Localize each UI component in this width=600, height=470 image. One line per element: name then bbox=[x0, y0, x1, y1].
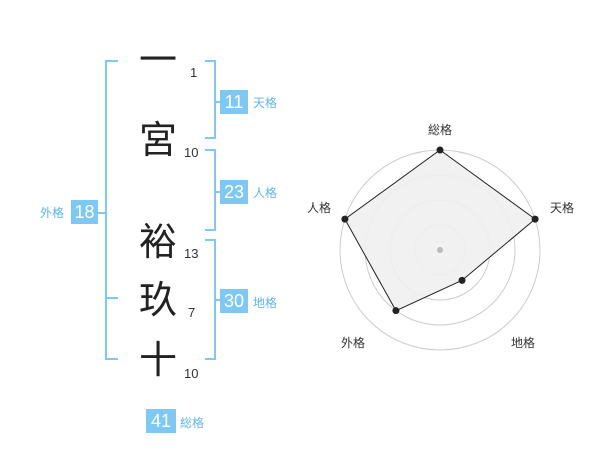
radar-center-dot bbox=[437, 247, 443, 253]
name-char-3: 裕 bbox=[138, 220, 177, 264]
soukaku-label: 総格 bbox=[180, 416, 205, 430]
radar-axis-label-gaikaku: 外格 bbox=[341, 336, 366, 350]
name-char-2: 宮 bbox=[138, 118, 177, 162]
soukaku-value: 41 bbox=[146, 409, 176, 433]
radar-series-area bbox=[344, 149, 536, 312]
radar-axis-label-tenkaku: 天格 bbox=[550, 201, 575, 215]
tenkaku-value: 11 bbox=[220, 90, 248, 114]
name-char-4: 玖 bbox=[138, 278, 177, 322]
tenkaku-label: 天格 bbox=[253, 96, 278, 110]
gaikaku-value: 18 bbox=[71, 200, 98, 224]
gaikaku-label: 外格 bbox=[40, 206, 65, 220]
tenkaku-bracket bbox=[205, 60, 216, 139]
stroke-count-2: 10 bbox=[184, 145, 199, 160]
radar-axis-label-chikaku: 地格 bbox=[511, 336, 536, 350]
stroke-count-5: 10 bbox=[184, 366, 199, 381]
radar-point-4 bbox=[392, 307, 400, 315]
stroke-count-3: 13 bbox=[184, 246, 199, 261]
radar-point-3 bbox=[458, 276, 466, 284]
stroke-count-1: 1 bbox=[190, 65, 198, 80]
chikaku-label: 地格 bbox=[253, 296, 278, 310]
stroke-count-4: 7 bbox=[188, 305, 196, 320]
jinkaku-label: 人格 bbox=[253, 186, 278, 200]
name-char-1: 一 bbox=[138, 38, 177, 82]
chikaku-value: 30 bbox=[220, 289, 248, 313]
radar-point-2 bbox=[531, 215, 539, 223]
radar-point-1 bbox=[436, 146, 444, 154]
jinkaku-bracket bbox=[205, 149, 216, 231]
jinkaku-value: 23 bbox=[220, 180, 248, 204]
radar-point-5 bbox=[341, 215, 349, 223]
radar-axis-label-soukaku: 総格 bbox=[428, 123, 453, 137]
name-char-5: 十 bbox=[138, 338, 177, 382]
radar-axis-label-jinkaku: 人格 bbox=[307, 201, 332, 215]
gaikaku-bracket bbox=[105, 60, 118, 360]
